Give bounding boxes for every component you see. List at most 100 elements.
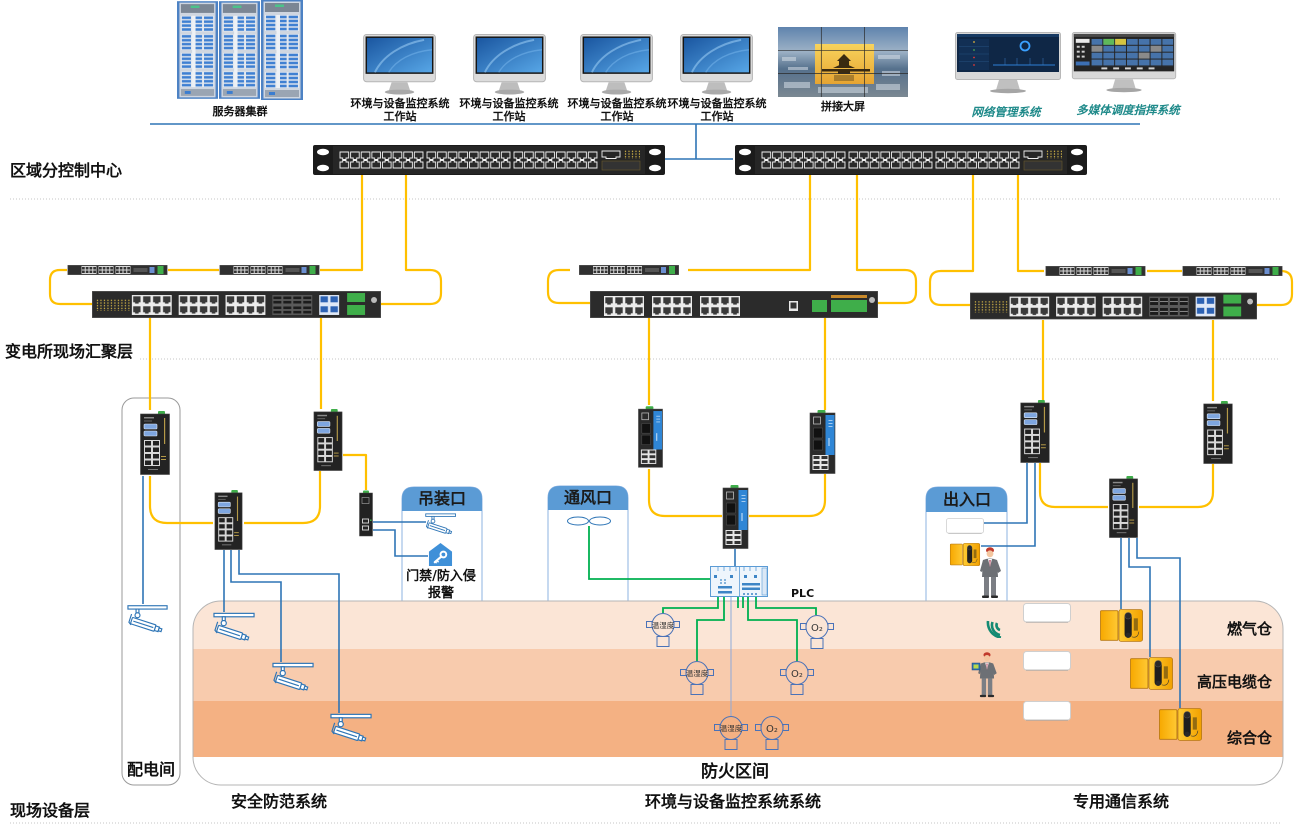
- ethernet-link: [984, 463, 1028, 524]
- fiber-link: [1257, 269, 1294, 307]
- temp-humidity-sensor: 温湿度: [680, 661, 714, 695]
- fiber-link: [1139, 464, 1215, 509]
- field-switch: [313, 409, 343, 471]
- multimedia-dispatch-monitor: [1071, 32, 1177, 93]
- cabin-label-utility: 综合仓: [1226, 729, 1272, 747]
- fiber-link: [381, 175, 443, 306]
- field-switch: [809, 410, 836, 474]
- layer-label-field-devices: 现场设备层: [10, 801, 91, 820]
- ethernet-link: [1136, 538, 1181, 708]
- fiber-link: [343, 453, 368, 490]
- sensor-label: O₂: [791, 669, 803, 680]
- workstation-monitor: [680, 34, 753, 95]
- fiber-link: [647, 469, 722, 518]
- zone-header: [402, 487, 482, 511]
- field-switch: [140, 410, 170, 476]
- aggregation-switch: [970, 292, 1257, 320]
- sensor-label: 温湿度: [652, 620, 675, 630]
- ethernet-link: [230, 550, 282, 662]
- fiber-link: [1038, 463, 1108, 509]
- aggregation-switch: [590, 291, 878, 318]
- plc-controller: [710, 566, 768, 597]
- workstation-label: 环境与设备监控系统 工作站: [668, 97, 767, 123]
- ethernet-link: [238, 550, 340, 713]
- ethernet-link: [373, 529, 428, 557]
- tablet-screen: [973, 664, 979, 669]
- aggregation-switch-small: [67, 265, 168, 275]
- cabin-band-utility: [193, 701, 1283, 757]
- cabin-label-gas: 燃气仓: [1226, 620, 1272, 638]
- server-rack: [219, 1, 260, 99]
- aggregation-switch-small: [219, 265, 320, 275]
- workstation-label: 环境与设备监控系统 工作站: [351, 97, 450, 123]
- card-reader-icon: [946, 518, 984, 534]
- control-links: [588, 526, 817, 716]
- control-link: [696, 597, 725, 661]
- network-management-monitor: [955, 32, 1061, 94]
- emergency-phone-icon: [1100, 609, 1143, 642]
- oxygen-sensor: O₂: [780, 661, 814, 695]
- zone-header: [926, 487, 1007, 512]
- workstation-monitor: [473, 34, 546, 95]
- cabin-band-hv-cable: [193, 649, 1283, 701]
- field-switch: [214, 490, 243, 550]
- workstation-role: 工作站: [383, 110, 417, 123]
- field-switch: [638, 405, 663, 468]
- cabin-label-hv-cable: 高压电缆仓: [1196, 673, 1272, 691]
- card-reader-icon: [1023, 701, 1071, 721]
- control-link: [662, 597, 719, 613]
- oxygen-sensor: O₂: [755, 716, 789, 750]
- sensor-label: O₂: [811, 623, 823, 634]
- temp-humidity-sensor: 温湿度: [714, 716, 748, 750]
- aggregation-switch-small: [1045, 266, 1146, 276]
- temp-humidity-sensor: 温湿度: [646, 613, 680, 647]
- aggregation-switch-small: [1182, 266, 1283, 276]
- field-switch: [1020, 400, 1050, 463]
- sensor-label: O₂: [766, 724, 778, 735]
- emergency-phone-icon: [1159, 708, 1202, 741]
- workstation-monitor: [363, 34, 436, 95]
- control-link: [588, 526, 710, 580]
- fiber-link: [320, 175, 364, 272]
- workstation-name: 环境与设备监控系统: [667, 97, 767, 110]
- field-switch: [1203, 401, 1233, 464]
- server-rack: [261, 0, 303, 100]
- fiber-link: [928, 175, 975, 307]
- entrance-title: 出入口: [942, 490, 992, 509]
- sensor-label: 温湿度: [720, 723, 743, 733]
- fiber-link: [48, 268, 92, 306]
- control-link: [755, 597, 817, 615]
- workstation-monitor: [580, 34, 653, 95]
- system-label-environment-monitoring: 环境与设备监控系统系统: [644, 792, 822, 811]
- field-mini-switch: [359, 490, 373, 537]
- hoist-port-box: [401, 486, 483, 601]
- layer-label-aggregation: 变电所现场汇聚层: [5, 342, 134, 361]
- fiber-link: [546, 268, 590, 305]
- fiber-link: [1016, 175, 1044, 273]
- multimedia-dispatch-label: 多媒体调度指挥系统: [1076, 103, 1180, 117]
- zone-header: [548, 486, 628, 510]
- sensor-label: 温湿度: [686, 668, 709, 678]
- emergency-phone-icon: [949, 543, 981, 566]
- video-wall: [778, 27, 908, 97]
- workstation-role: 工作站: [600, 110, 634, 123]
- fiber-link: [855, 175, 918, 305]
- ventilation-port-box: [547, 485, 629, 601]
- workstation-label: 环境与设备监控系统 工作站: [568, 97, 667, 123]
- fire-compartment-label: 防火区间: [701, 762, 769, 782]
- fiber-link: [244, 471, 322, 525]
- ethernet-link: [1128, 538, 1151, 657]
- fiber-links: [48, 175, 1294, 525]
- workstation-label: 环境与设备监控系统 工作站: [460, 97, 559, 123]
- server-rack: [177, 1, 218, 99]
- card-reader-icon: [1023, 651, 1071, 671]
- workstation-name: 环境与设备监控系统: [459, 97, 559, 110]
- fiber-link: [688, 175, 812, 272]
- control-link: [747, 597, 798, 661]
- ventilation-port-title: 通风口: [563, 488, 613, 507]
- aggregation-switch: [92, 291, 381, 318]
- oxygen-sensor: O₂: [800, 615, 834, 649]
- workstation-name: 环境与设备监控系统: [567, 97, 667, 110]
- fiber-link: [148, 476, 213, 525]
- core-uplink: [665, 124, 733, 160]
